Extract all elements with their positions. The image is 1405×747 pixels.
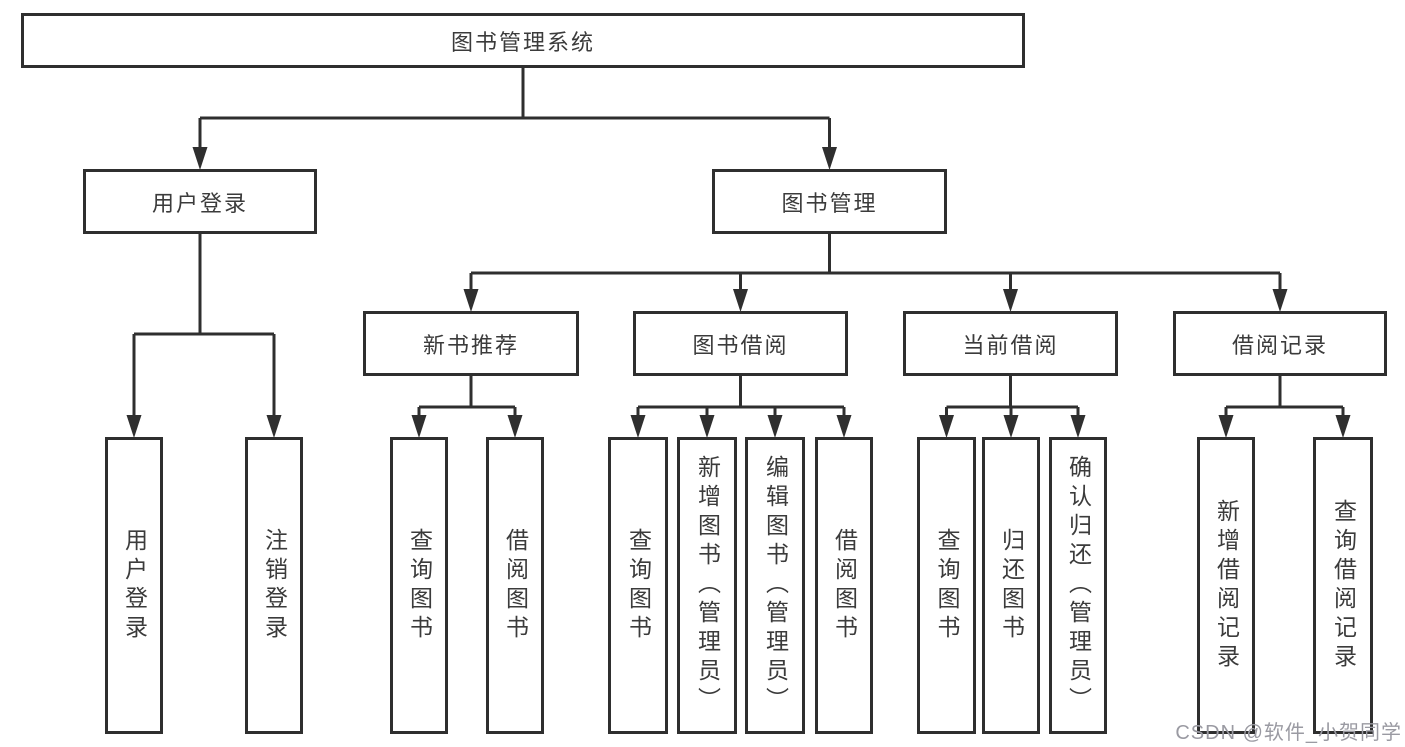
node-label: 新增借阅记录 bbox=[1213, 498, 1240, 673]
node-current-borrow: 当前借阅 bbox=[903, 311, 1118, 376]
node-label: 查询图书 bbox=[625, 527, 652, 644]
node-book-borrow: 图书借阅 bbox=[633, 311, 848, 376]
arrowhead-icon bbox=[1003, 289, 1018, 312]
node-label: 用户登录 bbox=[121, 527, 148, 644]
node-label: 图书管理 bbox=[781, 190, 878, 216]
arrowhead-icon bbox=[939, 415, 954, 438]
node-label: 注销登录 bbox=[261, 527, 288, 644]
node-label: 编辑图书（管理员） bbox=[762, 455, 789, 716]
node-leaf-borrow-1: 借阅图书 bbox=[486, 437, 544, 734]
node-label: 图书借阅 bbox=[692, 332, 789, 358]
arrowhead-icon bbox=[1335, 415, 1351, 438]
arrowhead-icon bbox=[266, 415, 282, 438]
arrowhead-icon bbox=[1070, 415, 1086, 438]
node-label: 新增图书（管理员） bbox=[694, 455, 721, 716]
node-leaf-logout: 注销登录 bbox=[245, 437, 303, 734]
arrowhead-icon bbox=[1272, 289, 1288, 312]
arrowhead-icon bbox=[733, 289, 748, 312]
arrowhead-icon bbox=[1218, 415, 1234, 438]
arrowhead-icon bbox=[822, 147, 837, 170]
node-label: 确认归还（管理员） bbox=[1065, 455, 1092, 716]
arrowhead-icon bbox=[507, 415, 523, 438]
node-leaf-user-login: 用户登录 bbox=[105, 437, 163, 734]
arrowhead-icon bbox=[192, 147, 208, 170]
node-label: 借阅记录 bbox=[1231, 332, 1328, 358]
node-label: 用户登录 bbox=[151, 190, 248, 216]
arrowhead-icon bbox=[630, 415, 646, 438]
arrowhead-icon bbox=[836, 415, 852, 438]
node-label: 新书推荐 bbox=[422, 332, 519, 358]
node-borrow-records: 借阅记录 bbox=[1173, 311, 1387, 376]
node-label: 查询借阅记录 bbox=[1330, 498, 1357, 673]
arrowhead-icon bbox=[699, 415, 715, 438]
arrowhead-icon bbox=[1003, 415, 1019, 438]
node-new-book-rec: 新书推荐 bbox=[363, 311, 579, 376]
node-leaf-query-1: 查询图书 bbox=[390, 437, 448, 734]
node-leaf-add-book: 新增图书（管理员） bbox=[677, 437, 737, 734]
arrowhead-icon bbox=[463, 289, 479, 312]
arrowhead-icon bbox=[126, 415, 142, 438]
node-label: 归还图书 bbox=[998, 527, 1025, 644]
node-leaf-borrow-2: 借阅图书 bbox=[815, 437, 873, 734]
node-book-mgmt: 图书管理 bbox=[712, 169, 947, 234]
node-leaf-return: 归还图书 bbox=[982, 437, 1040, 734]
arrowhead-icon bbox=[767, 415, 783, 438]
node-leaf-query-2: 查询图书 bbox=[608, 437, 668, 734]
node-user-login: 用户登录 bbox=[83, 169, 317, 234]
node-leaf-edit-book: 编辑图书（管理员） bbox=[745, 437, 805, 734]
node-label: 借阅图书 bbox=[831, 527, 858, 644]
node-label: 查询图书 bbox=[934, 527, 960, 644]
csdn-watermark: CSDN @软件_小贺同学 bbox=[1175, 722, 1402, 744]
arrowhead-icon bbox=[411, 415, 427, 438]
node-label: 查询图书 bbox=[406, 527, 433, 644]
node-label: 当前借阅 bbox=[962, 332, 1059, 358]
node-label: 借阅图书 bbox=[502, 527, 529, 644]
node-leaf-query-record: 查询借阅记录 bbox=[1313, 437, 1373, 734]
node-leaf-query-3: 查询图书 bbox=[917, 437, 976, 734]
node-leaf-add-record: 新增借阅记录 bbox=[1197, 437, 1255, 734]
node-leaf-confirm-return: 确认归还（管理员） bbox=[1049, 437, 1107, 734]
node-root: 图书管理系统 bbox=[21, 13, 1025, 68]
node-label: 图书管理系统 bbox=[450, 29, 595, 55]
